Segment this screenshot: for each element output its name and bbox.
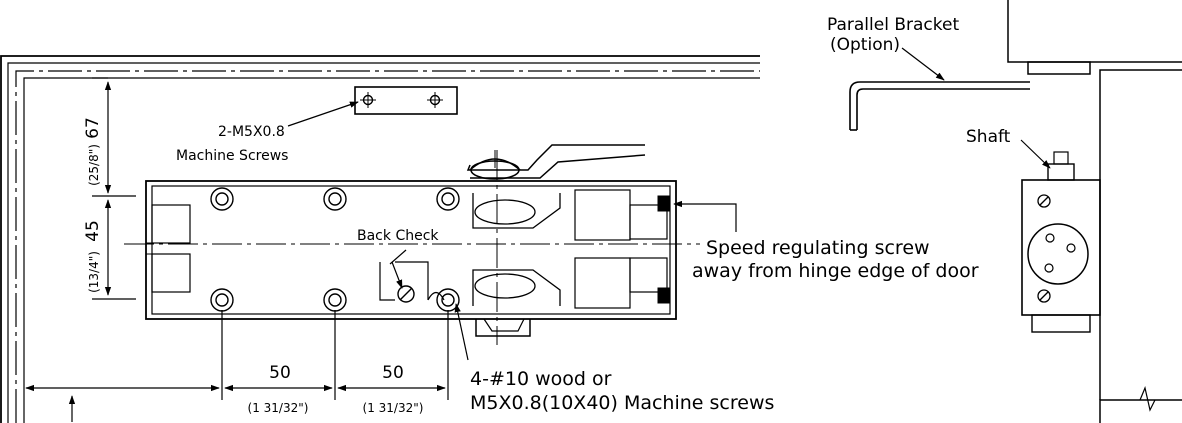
speed-screw-label: Speed regulating screw (706, 237, 930, 259)
closer-body (145, 180, 677, 337)
dim-67-value: 67 (83, 117, 103, 139)
machine-screws-bottom-label: M5X0.8(10X40) Machine screws (470, 392, 774, 414)
door-frame (0, 55, 760, 423)
dim-50b-value: 50 (382, 363, 404, 383)
centerlines (124, 150, 700, 345)
parallel-bracket-shape (849, 81, 1030, 131)
side-view (1007, 0, 1182, 423)
dim-50b-inch: (1 31/32") (363, 401, 424, 415)
machine-screws-label: Machine Screws (176, 148, 288, 164)
dim-67-inch: (25/8") (87, 144, 101, 186)
parallel-bracket-label: Parallel Bracket (827, 15, 959, 35)
option-label: (Option) (830, 35, 900, 55)
shaft-label: Shaft (966, 127, 1011, 147)
dim-50a-inch: (1 31/32") (248, 401, 309, 415)
body-screw-bosses (210, 187, 460, 312)
dim-45-value: 45 (83, 220, 103, 242)
speed-screw-location-label: away from hinge edge of door (692, 260, 979, 282)
machine-screws-spec-label: 2-M5X0.8 (218, 124, 285, 140)
dim-50a-value: 50 (269, 363, 291, 383)
dim-45-inch: (13/4") (87, 251, 101, 293)
closer-arm (466, 144, 646, 180)
top-mounting-plate (354, 86, 458, 115)
dimension-lines (25, 77, 449, 400)
back-check-label: Back Check (357, 228, 439, 244)
wood-screws-label: 4-#10 wood or (470, 368, 612, 390)
leader-lines (68, 47, 1051, 422)
